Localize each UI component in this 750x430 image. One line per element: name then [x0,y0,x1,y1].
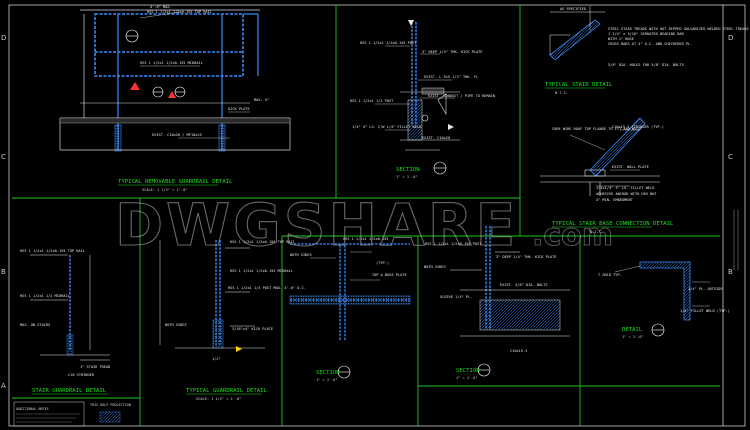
note-embedment: 4" MIN. EMBEDMENT [596,198,634,202]
note-gap: 1/2" [212,357,221,361]
note-exist-channel: EXIST. C10x20 / MF10x25 [152,133,202,137]
sheet-strip [733,210,739,270]
note-top-rail: HSS 1 1/2x1 1/2x0.155 TOP RAIL [230,240,295,244]
removable-guardrail-detail: HSS 1 1/2x1 1/2x0.155 TOP RAIL HSS 1 1/2… [59,5,291,192]
detail-panel: T GRID TYP. 1/4" PL. OUTSIDE 1/4" FILLET… [598,261,730,339]
note-weld: 1/4" FILLET WELD (TYP.) [680,309,730,313]
note-wall-plate: EXIST. WALL PLATE [612,165,649,169]
note-core-wire: CORE WIRE ROOF TOP FLANGE TO FIT AND WEL… [552,127,641,131]
typical-guardrail-scale: SCALE: 1 1/2" = 1'-0" [196,397,241,401]
stair-base-connection-detail: CORE WIRE ROOF TOP FLANGE TO FIT AND WEL… [540,117,674,234]
stair-guardrail-detail: HSS 1 1/2x1 1/2x0.155 TOP RAIL HSS 1 1/2… [20,249,110,395]
note-as-specified: AS SPECIFIED [560,7,586,11]
note-midrail: HSS 1 1/2x1 1/2x0.155 MIDRAIL [230,269,293,273]
note-kick-plate: 3/16"x4" KICK PLATE [232,327,273,331]
section-2-detail: HSS 1 1/2x1 1/2x0.155 BOTH SIDES TOP & B… [289,237,411,382]
title-block-small: THIS ROLE PROJECTION [90,403,131,407]
note-stringer: C10 STRINGER [68,373,95,377]
note-kick-plate: 3" DEEP 1/4" THK. KICK PLATE [496,255,557,259]
note-plates: TOP & BASE PLATE [372,273,407,277]
stair-base-title: TYPICAL STAIR BASE CONNECTION DETAIL [552,221,674,227]
typical-guardrail-title: TYPICAL GUARDRAIL DETAIL [186,388,267,394]
typical-guardrail-detail: HSS 1 1/2x1 1/2x0.155 TOP RAIL HSS 1 1/2… [159,240,306,401]
detail-title: DETAIL [622,327,643,333]
section-3-title: SECTION [456,368,480,374]
stair-base-scale: N.T.S. [590,230,603,234]
watermark: DWGSHARE .com [114,190,613,259]
note-t-grid: T GRID TYP. [598,273,622,277]
grid-row-label: D [1,34,6,42]
note-nose: WITH 1" NOSE [608,37,634,41]
section-2-title: SECTION [316,370,340,376]
watermark-suffix: .com [532,218,613,253]
note-both-sides: BOTH SIDES [424,265,446,269]
sheet-border [8,4,746,427]
section-3-scale: 1" = 1'-0" [456,376,478,380]
note-plate: 1/4" PL. OUTSIDE [688,287,723,291]
note-max-stairs: MAX. ON STAIRS [20,323,50,327]
typical-stair-scale: N.T.S. [555,91,568,95]
note-kick-plate: KICK PLATE [228,107,250,111]
panel-dividers [12,5,720,426]
note-exist-channel: EXIST. C10x20 [422,136,450,140]
note-bolts: EXIST. 5/8" DIA. BOLTS [500,283,548,287]
note-top-rail: HSS 1 1/2x1 1/2x0.155 TOP RAIL [20,249,85,253]
note-midrail: HSS 1 1/2x1 1/2 MIDRAIL [20,294,70,298]
section-1-scale: 1" = 1'-0" [396,175,418,179]
note-top-rail: HSS 1 1/2x1 1/2x0.155 TOP RAIL [147,10,212,14]
grid-row-label: D [728,34,733,42]
note-post: HSS 1 1/2x1 1/2 POST MAX. 4'-0" O.C. [228,286,306,290]
note-kick-plate: 3" DEEP 1/4" THK. KICK PLATE [422,50,483,54]
grid-labels: D C B A D C B [1,34,733,390]
grid-row-label: C [1,153,6,161]
note-channel: C10x15.3 [510,349,527,353]
typical-stair-detail: AS SPECIFIED STEEL STAIR TREADS WITH HOT… [545,6,749,95]
note-post: HSS 1 1/2x1 1/2x0.155 POST [360,41,417,45]
note-both-sides: BOTH SIDES [290,253,312,257]
note-bearing-bar: 1 1/4" x 3/16" SERRATED BEARING BAR [608,32,685,36]
note-fillet-weld: 1/4x1/4" 4" LG. FILLET WELD [596,186,654,190]
note-anchor: ADHESIVE ANCHOR WITH HEX NUT [596,192,657,196]
section-3-detail: HSS 1 1/2x1 1/2x0.155 POST 3" DEEP 1/4" … [424,226,570,380]
note-post-spacing: 4'-0" MAX. [150,5,172,9]
note-post: HSS 1 1/2x1 1/2x0.155 POST [425,242,482,246]
note-stringer: C10x15.3 STRINGER (TYP.) [612,125,664,129]
title-block: ADDITIONAL NOTES THIS ROLE PROJECTION [13,401,131,427]
note-fillet-weld: 1/4" 4" LG. C/W 1/4" FILLET WELD [352,125,421,129]
note-max-gap: MAX. 5" [254,98,269,102]
grid-row-label: A [1,382,6,390]
grid-row-label: B [1,268,6,276]
grid-row-label: B [728,268,733,276]
note-both-sides: BOTH SIDES [165,323,187,327]
note-midrail: HSS 1 1/2x1 1/2x0.155 MIDRAIL [140,61,203,65]
note-sleeve: SLEEVE 1/4" PL. [440,295,472,299]
removable-guardrail-title: TYPICAL REMOVABLE GUARDRAIL DETAIL [118,179,233,185]
note-bolt-holes: 5/8" DIA. HOLES FOR 5/8" DIA. BOLTS [608,63,684,67]
note-exist-angle: EXIST. L 5x5 1/2" THK. FL [424,75,478,79]
stair-guardrail-title: STAIR GUARDRAIL DETAIL [32,388,107,394]
note-hss-post: HSS 1 1/2x1 1/2 POST [350,99,394,103]
title-block-heading: ADDITIONAL NOTES [16,407,49,411]
note-hss: HSS 1 1/2x1 1/2x0.155 [343,237,388,241]
note-cross-bars: CROSS BARS AT 4" O.C. AND CHECKERED PL. [608,42,692,46]
section-2-scale: 1" = 1'-0" [316,378,338,382]
detail-scale: 1" = 1'-0" [622,335,644,339]
note-stair-treads: STEEL STAIR TREADS WITH HOT DIPPED GALVA… [608,27,749,31]
watermark-text: DWGSHARE [115,191,518,259]
section-1-title: SECTION [396,167,420,173]
typical-stair-title: TYPICAL STAIR DETAIL [545,82,613,88]
note-conduit: EXIST. CONDUIT / PIPE TO REMAIN [428,94,495,98]
grid-row-label: C [728,153,733,161]
note-stair-tread: 1" STAIR TREAD [80,365,110,369]
section-1-detail: HSS 1 1/2x1 1/2x0.155 POST 3" DEEP 1/4" … [350,20,495,179]
removable-guardrail-scale: SCALE: 1 1/2" = 1'-0" [142,188,187,192]
note-typ: (TYP.) [376,261,389,265]
